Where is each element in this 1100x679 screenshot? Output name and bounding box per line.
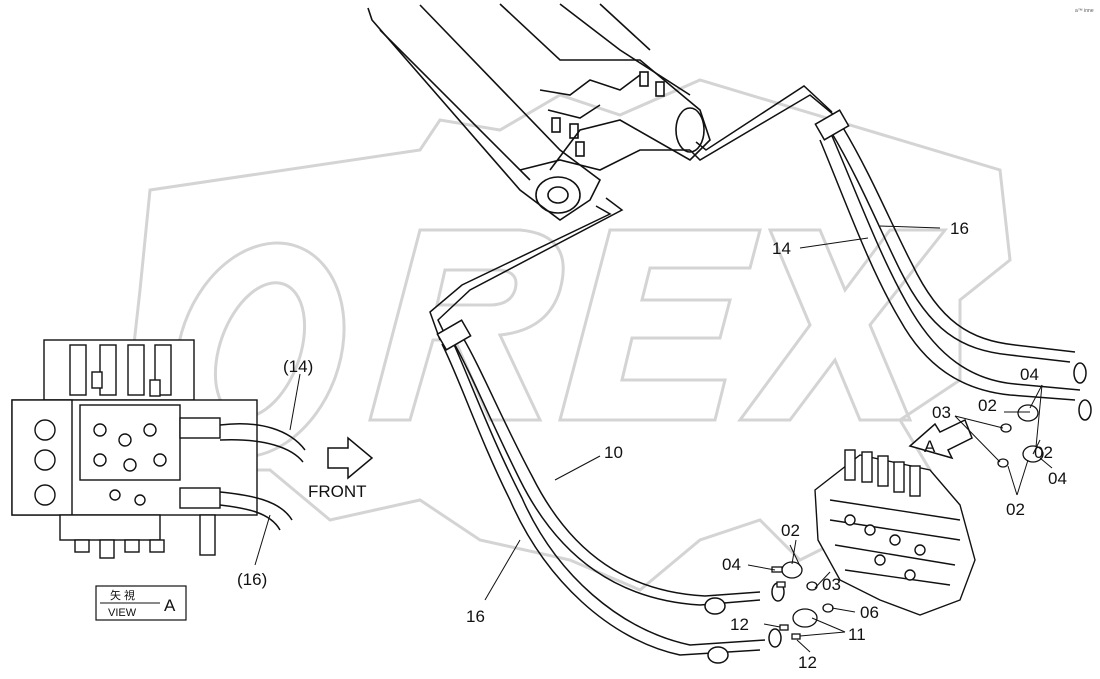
view-box-letter: A <box>164 596 176 615</box>
callout-10: 10 <box>604 443 623 462</box>
small-hardware <box>771 404 1044 640</box>
callout-04-top: 04 <box>1020 365 1039 384</box>
callout-14-paren: (14) <box>283 357 313 376</box>
front-arrow <box>327 436 374 480</box>
callout-02-top: 02 <box>978 396 997 415</box>
callout-02-mid: 02 <box>781 521 800 540</box>
callout-16-paren: (16) <box>237 570 267 589</box>
boom-assembly <box>367 3 711 221</box>
view-box <box>95 585 187 621</box>
callout-02-bottom: 02 <box>1006 500 1025 519</box>
leader-lines <box>254 225 1053 653</box>
view-box-bottom: VIEW <box>108 607 137 619</box>
callout-02-right: 02 <box>1034 443 1053 462</box>
callout-16-right: 16 <box>950 219 969 238</box>
callout-11: 11 <box>848 625 866 644</box>
view-arrow-letter: A <box>924 437 936 456</box>
view-box-top: 矢 視 <box>110 588 135 602</box>
callout-12-bottom: 12 <box>798 653 817 672</box>
callout-12-left: 12 <box>730 615 749 634</box>
callout-04-mid: 04 <box>722 555 741 574</box>
callout-06: 06 <box>860 603 879 622</box>
view-a-arrow <box>908 418 973 460</box>
hose-routes <box>429 85 1081 656</box>
callout-03-top: 03 <box>932 403 951 422</box>
callout-16-left: 16 <box>466 607 485 626</box>
hose-fittings <box>436 109 1092 664</box>
corner-mark: a™ inne <box>1075 8 1094 14</box>
control-valve-right <box>814 449 976 616</box>
callout-04-right: 04 <box>1048 469 1067 488</box>
callout-14: 14 <box>772 239 791 258</box>
view-a-hoses <box>219 423 306 531</box>
front-label: FRONT <box>308 482 367 501</box>
valve-view-a <box>11 339 258 559</box>
callout-03-mid: 03 <box>822 575 841 594</box>
